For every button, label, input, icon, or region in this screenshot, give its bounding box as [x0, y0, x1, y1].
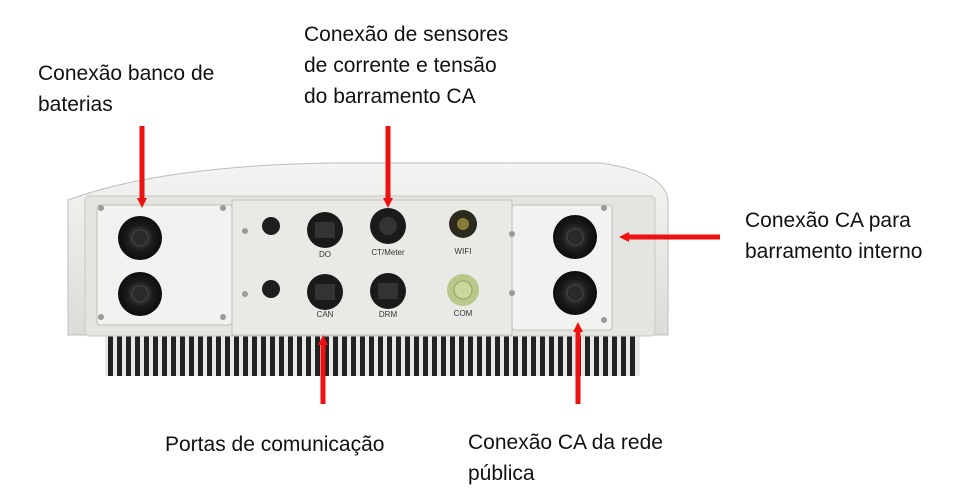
heatsink-fin: [396, 332, 401, 376]
heatsink: [105, 332, 640, 376]
heatsink-fin: [288, 332, 293, 376]
heatsink-fin: [459, 332, 464, 376]
heatsink-fin: [243, 332, 248, 376]
heatsink-fin: [603, 332, 608, 376]
heatsink-fin: [423, 332, 428, 376]
heatsink-fin: [333, 332, 338, 376]
heatsink-fin: [531, 332, 536, 376]
screw: [220, 314, 226, 320]
heatsink-fin: [297, 332, 302, 376]
heatsink-fin: [450, 332, 455, 376]
screw: [509, 290, 515, 296]
drm-port: DRM: [370, 273, 406, 319]
wifi-port: WIFI: [449, 210, 477, 256]
heatsink-fin: [513, 332, 518, 376]
heatsink-fin: [378, 332, 383, 376]
label-communication-ports: Portas de comunicação: [165, 433, 385, 456]
screw: [242, 228, 248, 234]
heatsink-fin: [549, 332, 554, 376]
heatsink-fin: [126, 332, 131, 376]
label-ac-grid: Conexão CA da rede pública: [468, 431, 663, 485]
heatsink-fin: [468, 332, 473, 376]
battery-cable-gland-top: [118, 216, 162, 260]
label-ac-internal-bus: Conexão CA para barramento interno: [745, 209, 923, 263]
heatsink-fin: [207, 332, 212, 376]
heatsink-fin: [144, 332, 149, 376]
screw: [220, 205, 226, 211]
screw: [98, 314, 104, 320]
heatsink-fin: [594, 332, 599, 376]
heatsink-fin: [540, 332, 545, 376]
label-battery-connection: Conexão banco de baterias: [38, 62, 215, 116]
heatsink-fin: [279, 332, 284, 376]
screw: [509, 231, 515, 237]
heatsink-fin: [387, 332, 392, 376]
heatsink-fin: [504, 332, 509, 376]
wifi-port-label: WIFI: [455, 247, 472, 256]
com-port-label: COM: [454, 309, 473, 318]
ct-meter-port-label: CT/Meter: [371, 248, 405, 257]
ac-cable-gland-top: [553, 215, 597, 259]
heatsink-fin: [180, 332, 185, 376]
heatsink-fin: [441, 332, 446, 376]
screw: [601, 205, 607, 211]
heatsink-fin: [324, 332, 329, 376]
do-port: DO: [307, 212, 343, 259]
heatsink-fin: [171, 332, 176, 376]
heatsink-fin: [261, 332, 266, 376]
heatsink-fin: [630, 332, 635, 376]
heatsink-fin: [306, 332, 311, 376]
do-port-label: DO: [319, 250, 331, 259]
label-sensor-connection: Conexão de sensores de corrente e tensão…: [304, 23, 509, 108]
heatsink-fin: [432, 332, 437, 376]
heatsink-fin: [216, 332, 221, 376]
can-port-label: CAN: [317, 310, 334, 319]
heatsink-fin: [351, 332, 356, 376]
heatsink-fin: [414, 332, 419, 376]
ct-meter-port: CT/Meter: [370, 208, 406, 257]
heatsink-fin: [153, 332, 158, 376]
heatsink-fin: [369, 332, 374, 376]
heatsink-fin: [360, 332, 365, 376]
heatsink-fin: [162, 332, 167, 376]
ac-cable-gland-bottom: [553, 271, 597, 315]
screw: [601, 317, 607, 323]
heatsink-fin: [405, 332, 410, 376]
vent-plug-top: [262, 217, 280, 235]
heatsink-fin: [135, 332, 140, 376]
heatsink-fin: [612, 332, 617, 376]
heatsink-fin: [225, 332, 230, 376]
drm-port-label: DRM: [379, 310, 398, 319]
heatsink-fin: [558, 332, 563, 376]
heatsink-fin: [486, 332, 491, 376]
heatsink-fin: [495, 332, 500, 376]
heatsink-fin: [342, 332, 347, 376]
battery-cable-gland-bottom: [118, 272, 162, 316]
heatsink-fin: [522, 332, 527, 376]
heatsink-fin: [621, 332, 626, 376]
heatsink-fin: [234, 332, 239, 376]
com-port: COM: [447, 274, 479, 318]
heatsink-fin: [252, 332, 257, 376]
screw: [98, 205, 104, 211]
can-port: CAN: [307, 274, 343, 319]
heatsink-fin: [315, 332, 320, 376]
heatsink-fin: [585, 332, 590, 376]
heatsink-fin: [117, 332, 122, 376]
vent-plug-bottom: [262, 280, 280, 298]
heatsink-fin: [477, 332, 482, 376]
heatsink-fin: [270, 332, 275, 376]
heatsink-fin: [198, 332, 203, 376]
heatsink-fin: [189, 332, 194, 376]
screw: [242, 291, 248, 297]
heatsink-fin: [108, 332, 113, 376]
heatsink-fin: [567, 332, 572, 376]
